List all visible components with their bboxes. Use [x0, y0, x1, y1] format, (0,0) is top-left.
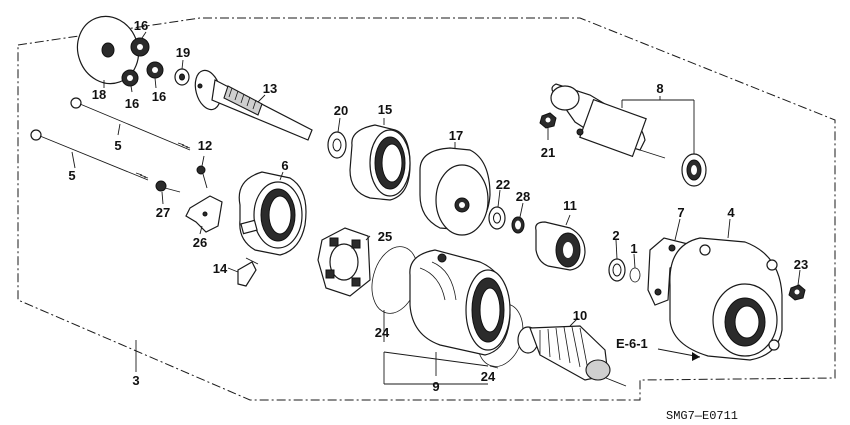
callout-28: 28 — [516, 189, 530, 204]
callout-3: 3 — [132, 373, 139, 388]
drawing-code: SMG7—E0711 — [666, 409, 738, 423]
yoke-9[interactable] — [409, 249, 511, 356]
callout-12: 12 — [198, 138, 212, 153]
washer-19[interactable] — [174, 68, 190, 86]
planet-gear-16-right[interactable] — [146, 61, 164, 79]
ring-28[interactable] — [511, 216, 525, 234]
planet-gear-16-left[interactable] — [121, 69, 139, 87]
solenoid-boot-8[interactable] — [681, 153, 707, 187]
callout-26: 26 — [193, 235, 207, 250]
nut-23[interactable] — [788, 284, 806, 301]
bracket-26[interactable] — [185, 195, 223, 233]
armature-10[interactable] — [517, 325, 627, 387]
snap-ring-1[interactable] — [629, 267, 641, 283]
washer-18[interactable] — [68, 8, 148, 92]
callout-1: 1 — [630, 241, 637, 256]
bolt-27[interactable] — [155, 180, 181, 193]
brush-spring-14[interactable] — [237, 257, 259, 287]
callout-24: 24 — [375, 325, 390, 340]
callout-7: 7 — [677, 205, 684, 220]
callout-6: 6 — [281, 158, 288, 173]
front-housing-4[interactable] — [669, 237, 783, 361]
solenoid-8[interactable] — [550, 83, 666, 159]
callout-20: 20 — [334, 103, 348, 118]
section-reference[interactable]: E-6-1 — [616, 336, 648, 351]
nut-21[interactable] — [539, 112, 557, 129]
callout-11: 11 — [563, 198, 577, 213]
callout-16: 16 — [152, 89, 166, 104]
leader-lines — [71, 31, 801, 385]
internal-gear-15[interactable] — [349, 124, 411, 201]
screw-12[interactable] — [196, 165, 208, 189]
callout-13: 13 — [263, 81, 277, 96]
callout-9: 9 — [432, 379, 439, 394]
callout-18: 18 — [92, 87, 106, 102]
callout-17: 17 — [449, 128, 463, 143]
through-bolt-5-upper[interactable] — [70, 97, 191, 151]
through-bolt-5-lower[interactable] — [30, 129, 149, 181]
callout-5: 5 — [68, 168, 75, 183]
assembly-boundary-frame — [17, 17, 836, 401]
end-cover-6[interactable] — [238, 171, 307, 256]
callout-24: 24 — [481, 369, 496, 384]
overrunning-clutch-11[interactable] — [535, 221, 586, 271]
callout-16: 16 — [125, 96, 139, 111]
callout-14: 14 — [213, 261, 228, 276]
callout-27: 27 — [156, 205, 170, 220]
callout-5: 5 — [114, 138, 121, 153]
callout-16: 16 — [134, 18, 148, 33]
stop-collar-2[interactable] — [608, 258, 626, 282]
callout-23: 23 — [794, 257, 808, 272]
brush-holder-25[interactable] — [317, 227, 371, 297]
callout-25: 25 — [378, 229, 392, 244]
callout-19: 19 — [176, 45, 190, 60]
gear-housing-17[interactable] — [419, 147, 491, 236]
callout-labels: 16 16 16 18 19 13 20 15 8 21 5 5 12 6 17… — [68, 18, 808, 394]
callout-15: 15 — [378, 102, 392, 117]
callout-22: 22 — [496, 177, 510, 192]
planetary-shaft-13[interactable] — [191, 68, 313, 141]
callout-4: 4 — [727, 205, 735, 220]
callout-21: 21 — [541, 145, 555, 160]
washer-20[interactable] — [327, 131, 347, 159]
planet-gear-16-top[interactable] — [130, 37, 150, 57]
callout-2: 2 — [612, 228, 619, 243]
callout-10: 10 — [573, 308, 587, 323]
washer-22[interactable] — [488, 206, 506, 230]
callout-8: 8 — [656, 81, 663, 96]
